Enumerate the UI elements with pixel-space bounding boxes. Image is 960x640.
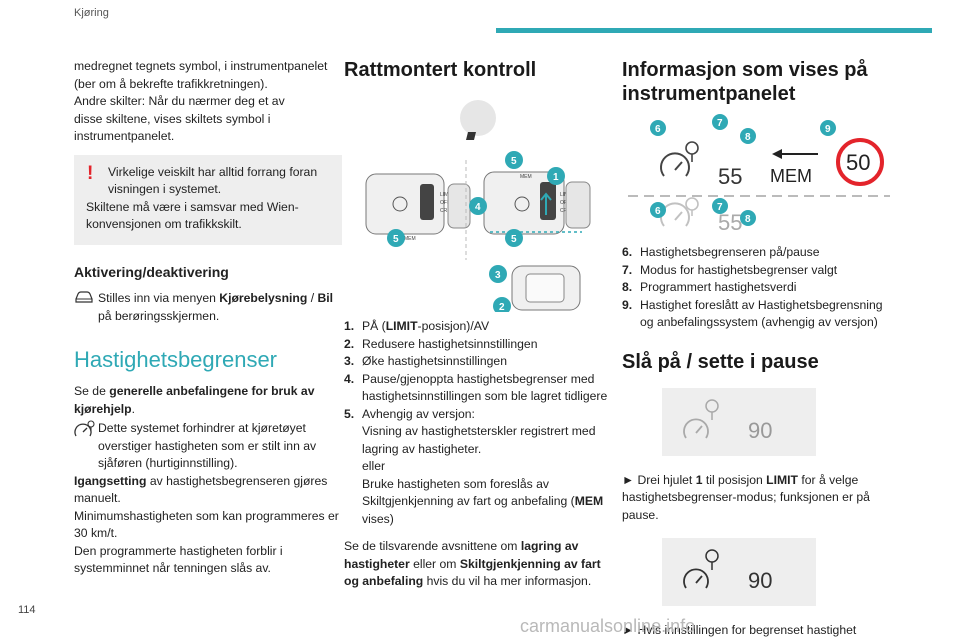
activation-row: Stilles inn via menyen Kjørebelysning / … [74, 290, 342, 325]
intro-line: instrumentpanelet. [74, 129, 175, 143]
list-item: 9.Hastighet foreslått av Hastighetsbegre… [622, 297, 883, 330]
warning-text-1: Virkelige veiskilt har alltid forrang fo… [108, 164, 318, 197]
svg-text:7: 7 [717, 118, 723, 129]
svg-text:OFF: OFF [440, 200, 450, 206]
svg-text:90: 90 [748, 568, 772, 593]
list-item: 6.Hastighetsbegrenseren på/pause [622, 245, 820, 259]
car-icon [74, 290, 98, 325]
callout-5-left [387, 229, 405, 247]
min-speed-text: Minimumshastigheten som kan programmeres… [74, 508, 339, 541]
svg-text:90: 90 [748, 418, 772, 443]
mem-label: MEM [770, 166, 812, 186]
callout-6 [650, 120, 666, 136]
callout-6-bottom [650, 202, 666, 218]
list-item: 8.Programmert hastighetsverdi [622, 280, 797, 294]
callout-4 [469, 197, 487, 215]
dashboard-info-heading: Informasjon som vises på instrumentpanel… [622, 59, 868, 105]
list-item: 5. Avhengig av versjon: Visning av hasti… [344, 406, 604, 526]
callout-9 [820, 120, 836, 136]
callout-2 [493, 297, 511, 312]
memory-text: Den programmerte hastigheten forblir i s… [74, 543, 283, 576]
activation-heading: Aktivering/deaktivering [74, 263, 229, 280]
svg-text:MEM: MEM [520, 174, 532, 180]
svg-text:6: 6 [655, 206, 661, 217]
speed-limiter-icon [683, 398, 719, 438]
intro-line: medregnet tegnets symbol, i instrumentpa… [74, 59, 328, 73]
callout-3 [489, 265, 507, 283]
intro-line: disse skiltene, vises skiltets symbol i [74, 111, 271, 126]
igangsetting-text: Igangsetting av hastighetsbegrenseren gj… [74, 473, 328, 506]
callout-8 [740, 128, 756, 144]
programmed-speed: 55 [718, 164, 742, 189]
section-title-speed-limiter: Hastighetsbegrenser [74, 347, 278, 372]
list-item: 1.PÅ (LIMIT-posisjon)/AV [344, 319, 490, 333]
callout-7-bottom [712, 198, 728, 214]
column-middle: Rattmontert kontroll LIMIT OFF CRUISE ME… [344, 58, 612, 591]
svg-text:2: 2 [499, 302, 505, 312]
intro-line: (ber om å bekrefte trafikkretningen). [74, 76, 268, 91]
left-wheel [420, 184, 434, 220]
programmed-speed-paused: 55 [718, 210, 742, 230]
speed-limiter-icon-paused [660, 197, 699, 227]
svg-text:OFF: OFF [560, 200, 570, 206]
see-also-text: Se de tilsvarende avsnittene om lagring … [344, 539, 601, 588]
intro-line: Andre skilter: Når du nærmer deg et av [74, 94, 285, 108]
activation-text: Stilles inn via menyen Kjørebelysning / … [98, 291, 334, 323]
column-right: Informasjon som vises på instrumentpanel… [622, 58, 890, 640]
svg-text:50: 50 [846, 150, 870, 175]
speed-sign [836, 138, 884, 186]
svg-text:6: 6 [655, 124, 661, 135]
general-recommendations-text: Se de generelle anbefalingene for bruk a… [74, 384, 315, 416]
list-item: 3.Øke hastighetsinnstillingen [344, 354, 507, 368]
list-item: 7.Modus for hastighetsbegrenser valgt [622, 262, 838, 277]
callout-1 [547, 167, 565, 185]
system-row: Dette systemet forhindrer at kjøretøyet … [74, 420, 342, 473]
svg-text:5: 5 [511, 234, 517, 245]
dashboard-display-illustration: 55 MEM 50 55 6 7 8 9 6 7 8 [628, 114, 890, 230]
callout-5-right [505, 229, 523, 247]
warning-text-2: Skiltene må være i samsvar med Wien-konv… [86, 199, 299, 232]
svg-text:MEM: MEM [404, 236, 416, 242]
control-list: 1.PÅ (LIMIT-posisjon)/AV 2.Redusere hast… [344, 318, 612, 528]
steering-control-illustration: LIMIT OFF CRUISE MEM LIMIT OFF CRUISE ME… [365, 100, 591, 312]
svg-text:5: 5 [511, 156, 517, 167]
right-wheel [540, 182, 556, 220]
speed-limiter-icon [74, 420, 98, 473]
activate-pause-heading: Slå på / sette i pause [622, 350, 819, 373]
svg-text:LIMIT: LIMIT [440, 192, 453, 198]
svg-text:5: 5 [393, 234, 399, 245]
svg-text:9: 9 [825, 124, 831, 135]
callout-7 [712, 114, 728, 130]
warning-box: ! Virkelige veiskilt har alltid forrang … [74, 154, 342, 245]
svg-text:4: 4 [475, 202, 481, 213]
speed-limiter-icon [683, 549, 719, 589]
callout-8-bottom [740, 210, 756, 226]
header-section-title: Kjøring [74, 7, 109, 19]
warning-icon: ! [87, 162, 94, 184]
svg-text:7: 7 [717, 202, 723, 213]
svg-text:8: 8 [745, 214, 751, 225]
page-number: 114 [18, 604, 36, 616]
instruction-2: ► Hvis innstillingen for begrenset hasti… [622, 623, 857, 637]
dashboard-info-list: 6.Hastighetsbegrenseren på/pause 7.Modus… [622, 244, 890, 332]
callout-5-top [505, 151, 523, 169]
svg-text:8: 8 [745, 132, 751, 143]
system-description: Dette systemet forhindrer at kjøretøyet … [98, 421, 317, 470]
column-left: medregnet tegnets symbol, i instrumentpa… [74, 58, 342, 578]
list-item: 2.Redusere hastighetsinnstillingen [344, 336, 538, 351]
list-item: 4.Pause/gjenoppta hastighetsbegrenser me… [344, 371, 608, 404]
steering-control-heading: Rattmontert kontroll [344, 59, 537, 81]
instruction-1: ► Drei hjulet 1 til posisjon LIMIT for å… [622, 472, 870, 522]
steering-wheel-icon [460, 100, 496, 136]
display-box-limiter-active: 90 [662, 538, 816, 606]
svg-text:3: 3 [495, 270, 501, 281]
display-box-limiter-paused: 90 [662, 387, 816, 456]
watermark: carmanualsonline.info [520, 616, 696, 636]
svg-text:1: 1 [553, 172, 559, 183]
speed-limiter-icon [660, 141, 699, 177]
header-accent-bar [496, 28, 932, 33]
